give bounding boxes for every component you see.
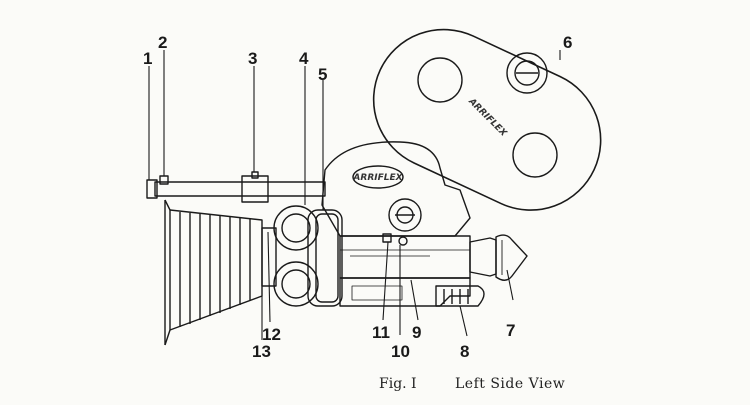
finder-control <box>382 233 392 243</box>
callout-2: 2 <box>158 33 167 52</box>
lens-turret <box>307 209 343 307</box>
finder-knob <box>398 236 408 246</box>
magazine-spool-lower <box>512 132 558 178</box>
magazine-brand-label: ARRIFLEX <box>466 96 509 139</box>
callout-4: 4 <box>299 49 309 68</box>
callout-3: 3 <box>248 49 257 68</box>
callout-13: 13 <box>252 342 271 361</box>
callout-12: 12 <box>262 325 281 344</box>
body-brand-label: ARRIFLEX <box>352 173 403 183</box>
callout-11: 11 <box>372 323 390 342</box>
arriflex-badge <box>352 165 404 189</box>
callout-5: 5 <box>318 65 327 84</box>
figure-title: Left Side View <box>455 376 566 392</box>
magazine-spool-upper <box>417 57 463 103</box>
callout-7: 7 <box>506 321 515 340</box>
callout-1: 1 <box>143 49 152 68</box>
figure-label: Fig. I <box>379 376 417 392</box>
lens-upper <box>273 205 319 251</box>
eyepiece <box>469 234 528 281</box>
name-plate <box>351 285 403 301</box>
callout-10: 10 <box>391 342 410 361</box>
callout-9: 9 <box>412 323 421 342</box>
matte-box-rod <box>146 171 326 203</box>
bellows <box>164 199 263 346</box>
lens-lower <box>273 261 319 307</box>
film-door-knob <box>388 198 422 232</box>
leader-lines <box>148 50 561 340</box>
camera-body-lower <box>339 277 471 307</box>
magazine-spindle <box>506 52 548 94</box>
motor-housing <box>435 285 485 307</box>
callout-8: 8 <box>460 342 469 361</box>
callout-6: 6 <box>563 33 572 52</box>
camera-body-housing <box>321 141 471 237</box>
viewfinder-tube <box>339 235 471 279</box>
